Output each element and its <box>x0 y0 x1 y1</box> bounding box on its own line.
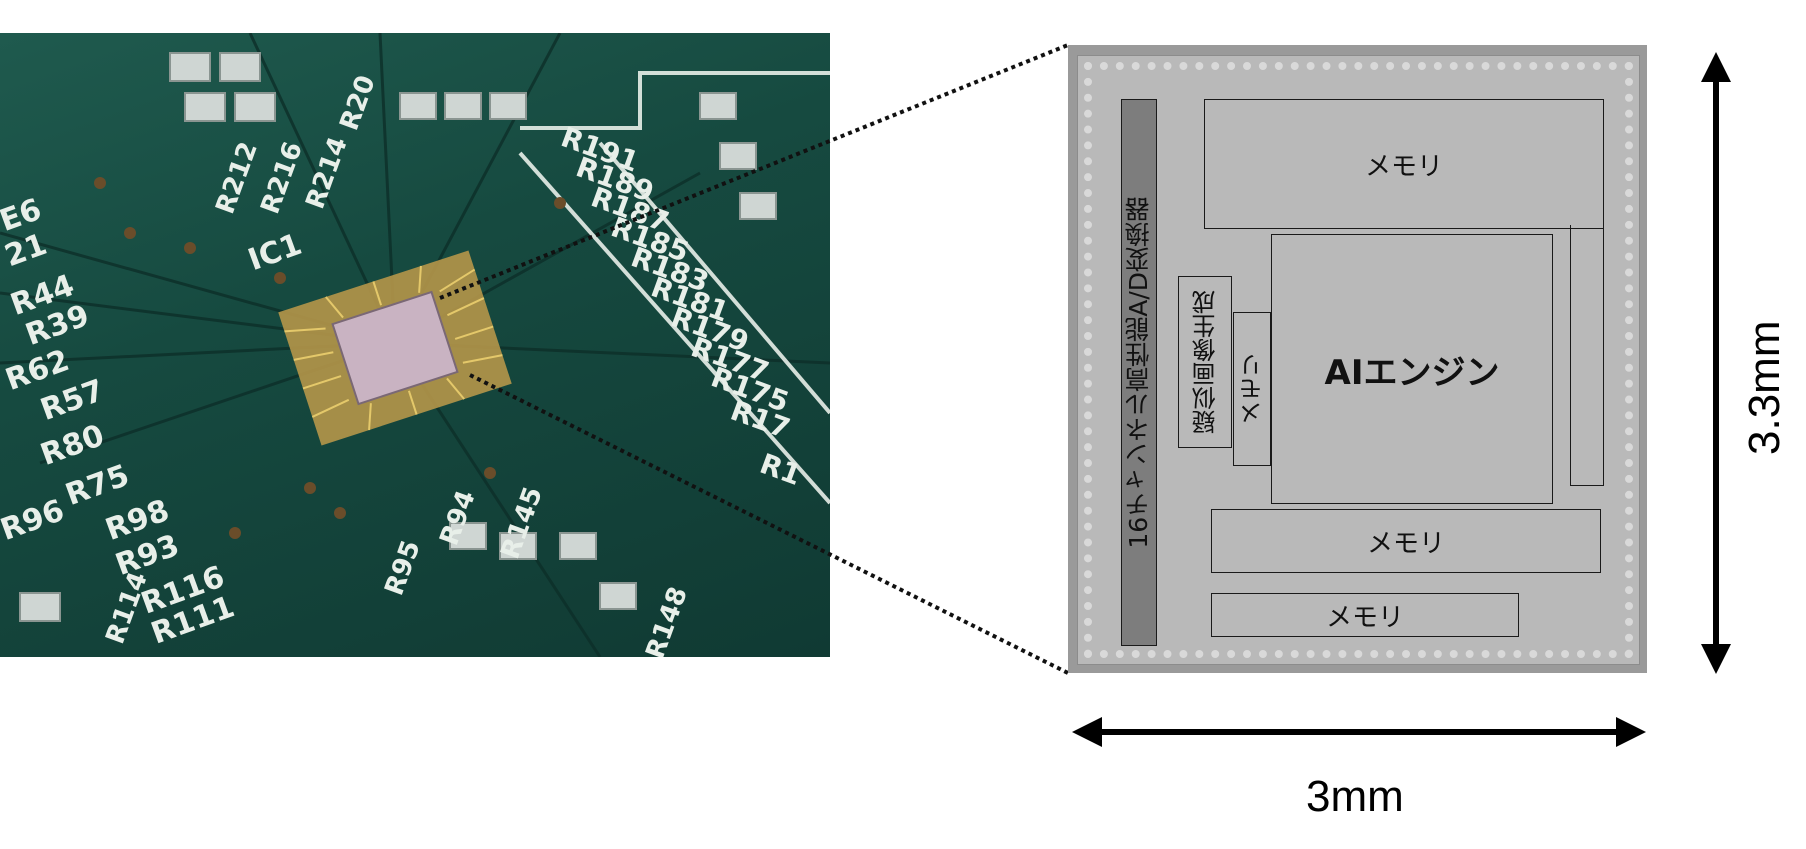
ai-engine-label: AIエンジン <box>1324 352 1500 393</box>
memory-mid-block: メモリ <box>1211 509 1601 573</box>
memory-top-label: メモリ <box>1364 151 1443 182</box>
pseudo-image-block: 疑似画像生成 <box>1178 276 1232 448</box>
die-micrograph: 16チャンネル高性能A/D変換器 疑似画像生成 メモリ メモリ AIエンジン メ… <box>1068 45 1647 673</box>
die-core: 16チャンネル高性能A/D変換器 疑似画像生成 メモリ メモリ AIエンジン メ… <box>1077 55 1640 665</box>
pcb-photo: E6 21 R44 R39 R62 R57 R80 R75 R98 R93 R9… <box>0 33 830 657</box>
adc-block: 16チャンネル高性能A/D変換器 <box>1121 99 1157 646</box>
height-label: 3.3mm <box>1740 320 1789 455</box>
memory-top-block: メモリ <box>1204 99 1604 229</box>
memory-small-block: メモリ <box>1233 312 1271 466</box>
memory-bottom-label: メモリ <box>1325 602 1404 633</box>
pad-ring <box>1084 62 1633 658</box>
ai-engine-block: AIエンジン <box>1271 234 1553 504</box>
memory-bottom-block: メモリ <box>1211 593 1519 637</box>
width-label: 3mm <box>1306 772 1404 821</box>
pcb-photo-illustration <box>0 33 830 657</box>
zoom-line-top <box>439 43 1069 300</box>
memory-l-strip-block <box>1570 225 1604 486</box>
memory-mid-label: メモリ <box>1366 528 1445 559</box>
